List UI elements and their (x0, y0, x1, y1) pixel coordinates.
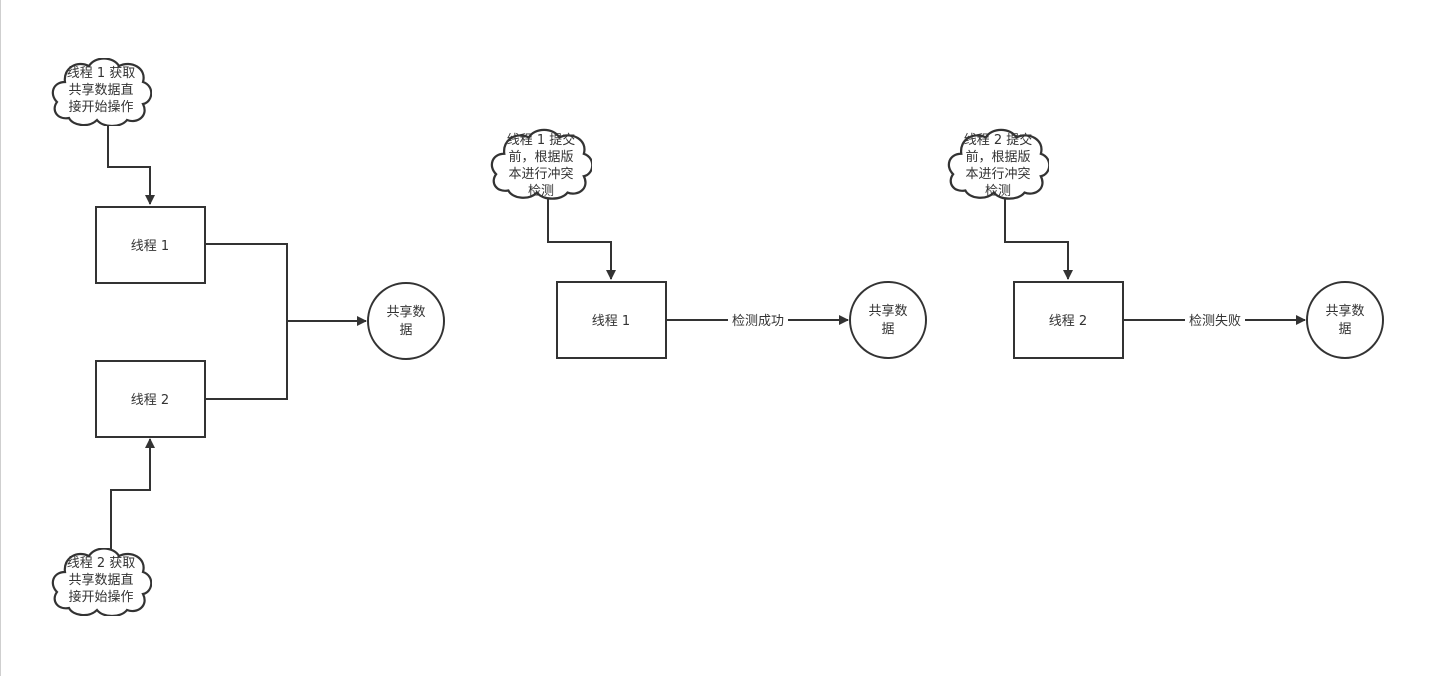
cloud-text-line: 线程 2 获取 (67, 556, 136, 571)
box-thread-2: 线程 2 (95, 360, 206, 438)
circle-text-line: 据 (1338, 322, 1351, 337)
cloud-text-line: 前，根据版 (508, 149, 573, 165)
cloud-text-line: 共享数据直 (68, 572, 133, 588)
cloud-thread1-commit-check: 线程 1 提交 前，根据版 本进行冲突 检测 (490, 128, 592, 200)
box-thread-2: 线程 2 (1013, 281, 1124, 359)
box-thread-1: 线程 1 (95, 206, 206, 284)
edge-label-check-failure: 检测失败 (1185, 310, 1245, 330)
box-label: 线程 2 (131, 393, 169, 408)
box-label: 线程 1 (131, 239, 169, 254)
cloud-text-line: 线程 1 获取 (67, 66, 136, 81)
circle-shared-data: 共享数 据 (1306, 281, 1384, 359)
circle-shared-data: 共享数 据 (367, 282, 445, 360)
cloud-thread2-commit-check: 线程 2 提交 前，根据版 本进行冲突 检测 (947, 128, 1049, 200)
cloud-text-line: 检测 (985, 184, 1011, 199)
cloud-text-line: 线程 1 提交 (507, 132, 576, 148)
cloud-text-line: 线程 2 提交 (964, 132, 1033, 148)
circle-text-line: 共享数 (1325, 303, 1364, 319)
canvas-left-border (0, 0, 1, 676)
box-label: 线程 2 (1049, 314, 1087, 329)
circle-shared-data: 共享数 据 (849, 281, 927, 359)
diagram-concurrent-access: 线程 1 获取 共享数据直 接开始操作 线程 1 线程 2 共享数 据 线程 2… (51, 58, 445, 616)
cloud-text-line: 接开始操作 (68, 589, 133, 605)
circle-text-line: 共享数 (386, 304, 425, 320)
cloud-text-line: 接开始操作 (68, 99, 133, 115)
circle-text-line: 据 (399, 323, 412, 338)
cloud-text-line: 本进行冲突 (508, 166, 573, 182)
cloud-text-line: 本进行冲突 (965, 166, 1030, 182)
edge-label-check-success: 检测成功 (728, 310, 788, 330)
cloud-text-line: 共享数据直 (68, 82, 133, 98)
cloud-thread1-fetch: 线程 1 获取 共享数据直 接开始操作 (51, 58, 152, 126)
cloud-thread2-fetch: 线程 2 获取 共享数据直 接开始操作 (51, 548, 152, 616)
edge-thread1-merge (205, 243, 288, 400)
edge-cloud1-to-thread1 (107, 122, 155, 205)
diagram-thread2-commit-failure: 线程 2 提交 前，根据版 本进行冲突 检测 线程 2 检测失败 共享数 据 (947, 128, 1384, 359)
edge-label-text: 检测失败 (1189, 314, 1241, 329)
box-thread-1: 线程 1 (556, 281, 667, 359)
cloud-text-line: 检测 (528, 184, 554, 199)
cloud-text-line: 前，根据版 (965, 149, 1030, 165)
box-label: 线程 1 (592, 314, 630, 329)
edge-cloud-to-thread1 (547, 196, 616, 280)
circle-text-line: 共享数 (868, 303, 907, 319)
circle-text-line: 据 (881, 322, 894, 337)
edge-cloud2-to-thread2 (110, 438, 155, 552)
edge-label-text: 检测成功 (732, 314, 784, 329)
edge-cloud-to-thread2 (1004, 196, 1073, 280)
diagram-thread1-commit-success: 线程 1 提交 前，根据版 本进行冲突 检测 线程 1 检测成功 共享数 据 (490, 128, 927, 359)
